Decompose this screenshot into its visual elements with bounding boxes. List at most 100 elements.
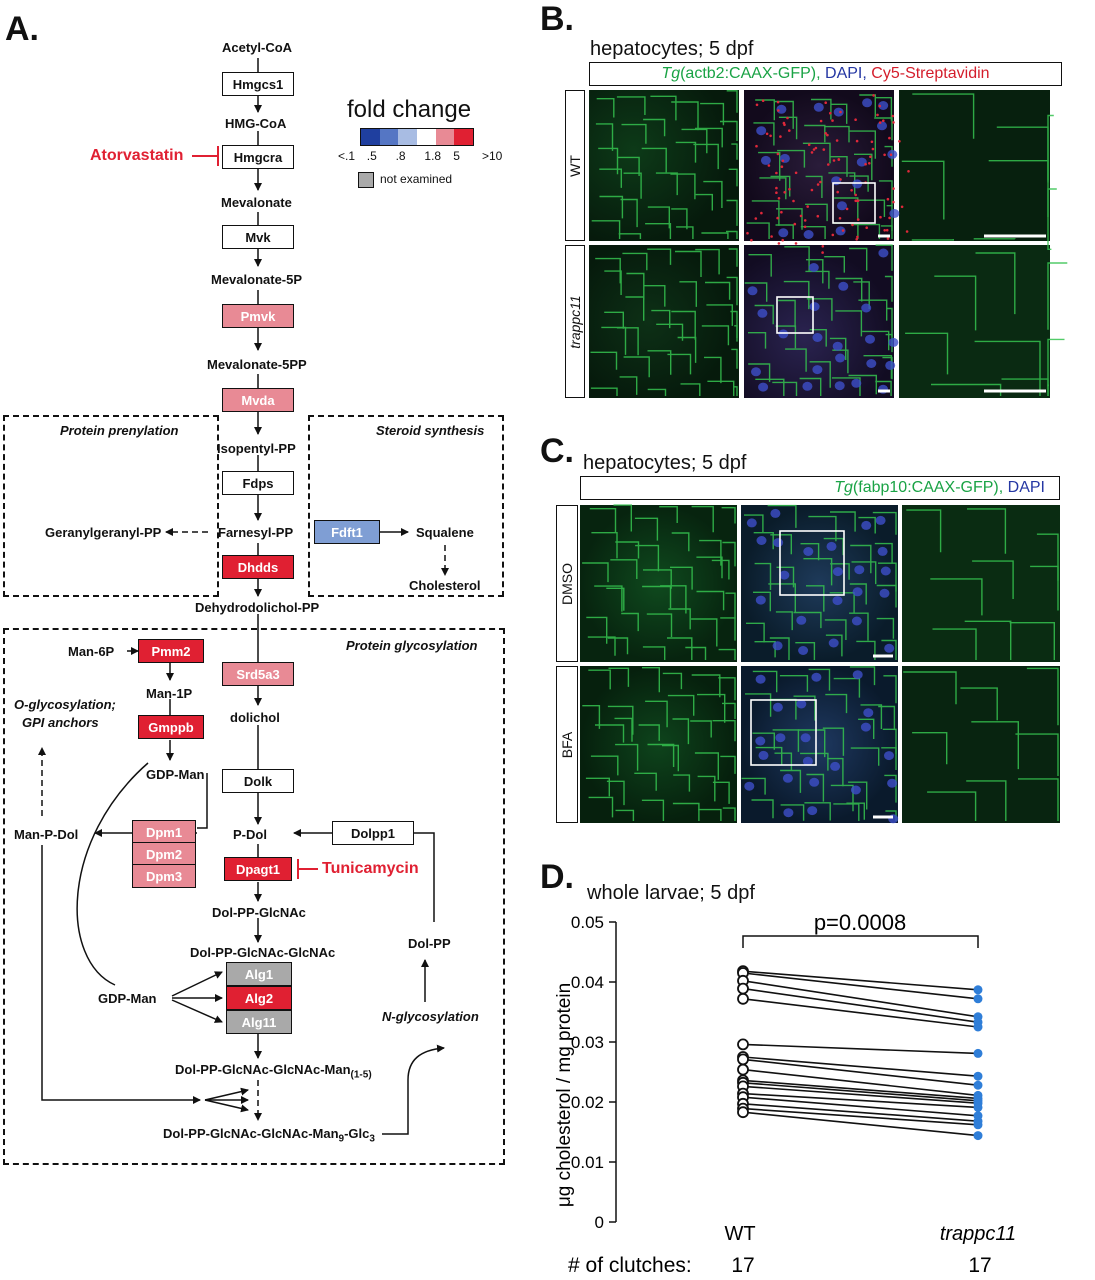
region-title-prenylation: Protein prenylation <box>60 423 179 438</box>
metabolite-hmg-coa: HMG-CoA <box>225 116 287 131</box>
pair-line <box>742 1107 979 1126</box>
micrograph-b-wt-merge <box>744 90 894 241</box>
pair-line <box>742 1043 979 1055</box>
row-label-text: BFA <box>559 731 575 758</box>
clutch-count-label: # of clutches: <box>568 1254 692 1277</box>
legend-swatches <box>361 129 474 145</box>
y-tick-label: 0 <box>595 1213 604 1232</box>
micrograph-c-bfa-merge <box>741 666 898 823</box>
legend-color-bar <box>360 128 474 146</box>
pair-line <box>742 1056 979 1077</box>
pair-line <box>742 1092 979 1109</box>
subscript: (1-5) <box>350 1069 372 1081</box>
caption-tg: Tg <box>661 65 681 82</box>
row-label-dmso: DMSO <box>556 505 578 662</box>
pair-line <box>742 987 979 1023</box>
pathway-arrow <box>171 999 223 1023</box>
metabolite-cholesterol: Cholesterol <box>409 578 481 593</box>
subscript: 9 <box>338 1133 345 1145</box>
enzyme-pmm2: Pmm2 <box>138 639 204 663</box>
micrograph-b-trappc11-merge <box>744 245 894 398</box>
trappc11-point <box>973 985 983 995</box>
pair-line <box>742 1068 979 1097</box>
legend-not-examined-swatch <box>358 172 374 188</box>
micrograph-c-dmso-merge <box>741 505 898 662</box>
micrograph-c-dmso-zoom <box>902 505 1060 662</box>
legend-swatch <box>435 129 455 145</box>
label-gpi-anchors: GPI anchors <box>22 715 99 730</box>
panel-label-d: D. <box>540 858 574 896</box>
panel-b-caption: Tg(actb2:CAAX-GFP), DAPI, Cy5-Streptavid… <box>589 62 1062 86</box>
pathway-arrow <box>41 845 201 1104</box>
pathway-arrow <box>204 1087 249 1101</box>
enzyme-dolpp1: Dolpp1 <box>332 821 414 845</box>
trappc11-point <box>973 1071 983 1081</box>
micrograph-b-wt-zoom <box>899 90 1050 241</box>
metabolite-text: Dol-PP-GlcNAc-GlcNAc-Man <box>163 1126 339 1141</box>
legend-tick: <.1 <box>338 149 356 163</box>
pathway-arrow <box>197 773 208 829</box>
enzyme-alg11: Alg11 <box>226 1010 292 1034</box>
trappc11-point <box>973 1080 983 1090</box>
metabolite-man-p-dol: Man-P-Dol <box>14 827 79 842</box>
metabolite-acetyl-coa: Acetyl-CoA <box>222 40 293 55</box>
metabolite-mevalonate-5p: Mevalonate-5P <box>211 272 303 287</box>
panel-c-title: hepatocytes; 5 dpf <box>583 452 747 474</box>
enzyme-mvda: Mvda <box>222 388 294 412</box>
legend-swatch <box>454 129 474 145</box>
inhibitor-tunicamycin: Tunicamycin <box>322 860 419 877</box>
metabolite-dol-pp-glcnac-glcnac: Dol-PP-GlcNAc-GlcNAc <box>190 945 336 960</box>
label-n-glycosylation: N-glycosylation <box>382 1009 479 1024</box>
pair-line <box>742 1096 979 1117</box>
enzyme-srd5a3: Srd5a3 <box>222 662 294 686</box>
region-title-glycosylation: Protein glycosylation <box>346 638 478 653</box>
micrograph-c-dmso-gfp <box>580 505 737 662</box>
trappc11-point <box>973 994 983 1004</box>
x-category-wt: WT <box>724 1223 755 1245</box>
panel-d-title: whole larvae; 5 dpf <box>587 882 755 904</box>
enzyme-hmgcs1: Hmgcs1 <box>222 72 294 96</box>
row-label-bfa: BFA <box>556 666 578 823</box>
enzyme-hmgcra: Hmgcra <box>222 145 294 169</box>
pair-line <box>742 1103 979 1122</box>
enzyme-dhdds: Dhdds <box>222 555 294 579</box>
significance-bracket <box>742 935 979 948</box>
metabolite-man-6p: Man-6P <box>68 644 115 659</box>
enzyme-dpm1: Dpm1 <box>132 820 196 844</box>
caption-construct: (actb2:CAAX-GFP), <box>680 65 821 82</box>
metabolite-dol-man1-5: Dol-PP-GlcNAc-GlcNAc-Man(1-5) <box>175 1062 372 1081</box>
region-steroid-synthesis <box>308 415 504 597</box>
metabolite-squalene: Squalene <box>416 525 474 540</box>
cell-membrane <box>1047 262 1068 330</box>
metabolite-gdp-man: GDP-Man <box>146 767 205 782</box>
pair-line <box>742 980 979 1018</box>
panel-label-a: A. <box>5 10 39 48</box>
pair-line <box>742 970 979 991</box>
row-label-text: trappc11 <box>567 294 583 349</box>
y-tick-label: 0.05 <box>571 913 604 932</box>
enzyme-mvk: Mvk <box>222 225 294 249</box>
y-axis-label: μg cholesterol / mg protein <box>554 983 575 1207</box>
trappc11-point <box>973 1048 983 1058</box>
label-o-glycosylation: O-glycosylation; <box>14 697 116 712</box>
legend-tick: 5 <box>453 149 460 163</box>
micrograph-c-bfa-zoom <box>902 666 1060 823</box>
y-tick-label: 0.02 <box>571 1093 604 1112</box>
subscript: 3 <box>369 1133 375 1145</box>
legend-swatch <box>398 129 418 145</box>
micrograph-b-trappc11-zoom <box>899 245 1050 398</box>
x-category-trappc11: trappc11 <box>940 1223 1016 1245</box>
enzyme-pmvk: Pmvk <box>222 304 294 328</box>
pair-line <box>742 1079 979 1100</box>
wt-point <box>737 982 749 995</box>
region-protein-glycosylation <box>3 628 505 1165</box>
wt-point <box>737 1038 749 1051</box>
metabolite-p-dol: P-Dol <box>233 827 267 842</box>
enzyme-dpm2: Dpm2 <box>132 842 196 866</box>
metabolite-dol-man9-glc3: Dol-PP-GlcNAc-GlcNAc-Man9-Glc3 <box>163 1126 375 1145</box>
enzyme-fdps: Fdps <box>222 471 294 495</box>
metabolite-farnesyl-pp: Farnesyl-PP <box>218 525 294 540</box>
legend-tick: >10 <box>482 149 503 163</box>
pair-line <box>742 1082 979 1102</box>
